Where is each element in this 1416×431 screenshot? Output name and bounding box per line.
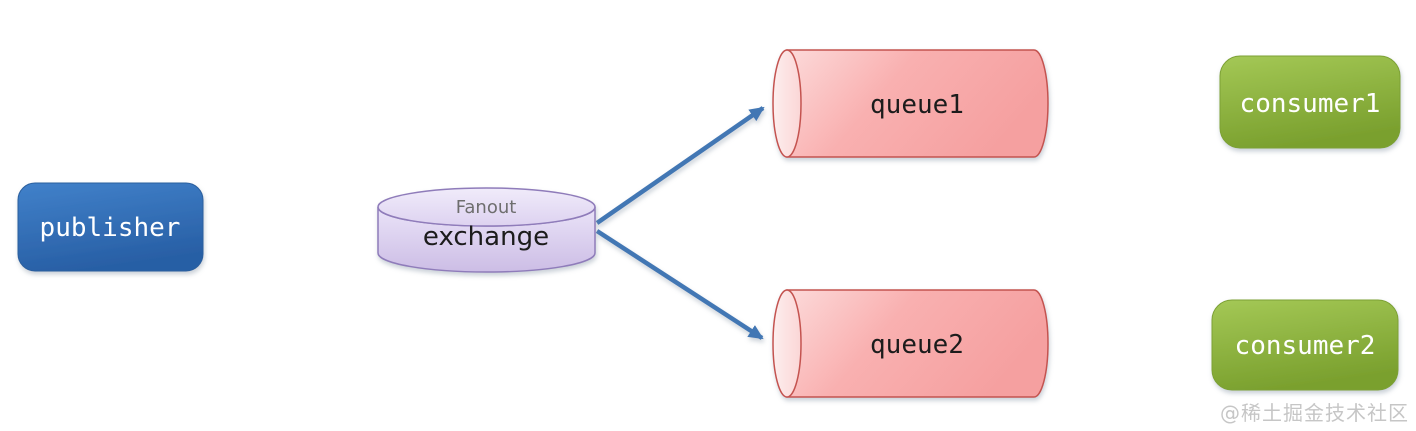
publisher-label: publisher — [40, 213, 181, 243]
queue2-label: queue2 — [870, 330, 964, 360]
queue1-cylinder-body — [786, 49, 1049, 158]
node-consumer2: consumer2 — [1211, 299, 1399, 391]
arrow-exchange-queue1 — [595, 106, 765, 225]
watermark: @稀土掘金技术社区 — [1220, 401, 1409, 425]
consumer1-box — [1219, 55, 1401, 149]
node-consumer1: consumer1 — [1219, 55, 1401, 149]
node-exchange: Fanout exchange — [377, 187, 596, 273]
consumer2-label: consumer2 — [1235, 331, 1376, 361]
exchange-cylinder-top — [377, 187, 596, 227]
queue2-cylinder-cap — [772, 289, 802, 398]
publisher-box — [17, 182, 204, 272]
edge-exchange-queue2 — [595, 229, 764, 340]
edge-exchange-queue1 — [595, 106, 765, 225]
queue1-cylinder-cap — [772, 49, 802, 158]
queue1-label: queue1 — [870, 90, 964, 120]
exchange-type-label: Fanout — [456, 197, 517, 218]
node-queue1: queue1 — [772, 49, 1049, 158]
node-publisher: publisher — [17, 182, 204, 272]
exchange-label: exchange — [423, 222, 549, 252]
arrow-exchange-queue2 — [595, 229, 764, 340]
node-queue2: queue2 — [772, 289, 1049, 398]
consumer2-box — [1211, 299, 1399, 391]
queue2-cylinder-body — [786, 289, 1049, 398]
consumer1-label: consumer1 — [1240, 89, 1381, 119]
